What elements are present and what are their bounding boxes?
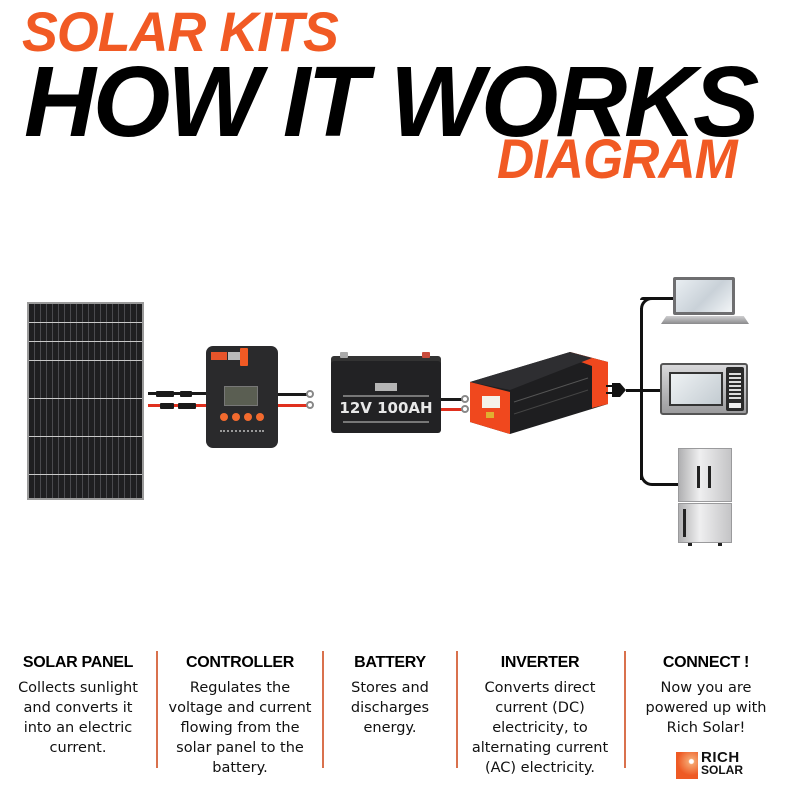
battery-subtext <box>343 395 429 397</box>
mc4-connector <box>180 391 192 397</box>
wire-to-microwave <box>640 389 662 392</box>
ac-plug-icon <box>606 383 646 397</box>
caption-connect: CONNECT ! Now you are powered up with Ri… <box>626 654 786 738</box>
caption-inverter: INVERTER Converts direct current (DC) el… <box>456 654 624 778</box>
wire-to-laptop <box>640 297 674 300</box>
mc4-connector <box>160 403 174 409</box>
wire-corner <box>640 470 654 486</box>
ring-terminal <box>306 390 314 398</box>
fridge-foot <box>688 543 692 546</box>
battery-terminal-negative <box>340 352 348 358</box>
fridge-handle <box>697 466 700 488</box>
caption-title: CONNECT ! <box>662 654 750 671</box>
laptop-keyboard <box>661 316 749 324</box>
panel-cell-grid <box>29 304 142 498</box>
panel-line <box>29 436 142 437</box>
freezer-handle <box>683 509 686 537</box>
caption-text: Converts direct current (DC) electricity… <box>471 680 609 776</box>
caption-text: Collects sunlight and converts it into a… <box>18 680 138 756</box>
panel-line <box>29 360 142 361</box>
inverter-image <box>470 352 608 434</box>
caption-battery: BATTERY Stores and discharges energy. <box>324 654 456 738</box>
panel-line <box>29 322 142 323</box>
caption-title: BATTERY <box>354 654 426 671</box>
controller-led-strip <box>240 348 248 366</box>
cable-positive <box>278 404 308 407</box>
fridge-foot <box>718 543 722 546</box>
controller-lcd-screen <box>224 386 258 406</box>
cable-negative <box>148 392 206 395</box>
controller-logo-text <box>228 352 242 360</box>
title-how-it-works: HOW IT WORKS <box>24 46 759 158</box>
controller-status-icons <box>220 430 264 434</box>
ring-terminal <box>461 395 469 403</box>
microwave-icon <box>660 363 748 415</box>
solar-panel-image <box>27 302 144 500</box>
cable-positive <box>148 404 206 407</box>
mc4-connector <box>178 403 196 409</box>
battery-logo <box>375 383 397 391</box>
panel-line <box>29 341 142 342</box>
logo-rich-text: RICH <box>701 749 740 766</box>
battery-lid <box>331 356 441 364</box>
title-diagram: DIAGRAM <box>497 127 738 190</box>
microwave-keypad <box>726 367 744 411</box>
mc4-connector <box>156 391 174 397</box>
laptop-icon <box>673 277 735 315</box>
cable-negative <box>278 393 308 396</box>
caption-divider <box>322 651 324 768</box>
caption-divider <box>456 651 458 768</box>
controller-button <box>244 413 252 421</box>
controller-button <box>232 413 240 421</box>
battery-label: 12V 100AH <box>339 399 433 417</box>
caption-title: CONTROLLER <box>185 654 295 671</box>
cable-negative <box>441 398 463 401</box>
sun-icon <box>676 752 698 779</box>
controller-button <box>220 413 228 421</box>
controller-logo <box>211 352 227 360</box>
caption-divider <box>624 651 626 768</box>
caption-text: Regulates the voltage and current flowin… <box>168 680 312 776</box>
battery-image: 12V 100AH <box>331 361 441 433</box>
ring-terminal <box>461 405 469 413</box>
caption-controller: CONTROLLER Regulates the voltage and cur… <box>158 654 322 778</box>
caption-text: Stores and discharges energy. <box>350 680 430 736</box>
microwave-door <box>669 372 723 406</box>
distribution-wire <box>640 308 643 480</box>
wire-to-fridge <box>652 483 679 486</box>
controller-button <box>256 413 264 421</box>
refrigerator-freezer <box>678 503 732 543</box>
refrigerator-icon <box>678 448 732 502</box>
panel-line <box>29 398 142 399</box>
charge-controller-image <box>206 346 278 448</box>
battery-terminal-positive <box>422 352 430 358</box>
caption-solar-panel: SOLAR PANEL Collects sunlight and conver… <box>0 654 156 758</box>
caption-text: Now you are powered up with Rich Solar! <box>645 680 767 736</box>
caption-title: SOLAR PANEL <box>22 654 134 671</box>
logo-solar-text: SOLAR <box>701 763 743 777</box>
fridge-handle <box>708 466 711 488</box>
battery-subtext <box>343 421 429 423</box>
caption-title: INVERTER <box>500 654 580 671</box>
wire-corner <box>640 297 654 311</box>
panel-line <box>29 474 142 475</box>
ring-terminal <box>306 401 314 409</box>
caption-divider <box>156 651 158 768</box>
rich-solar-logo: RICH SOLAR <box>676 749 746 780</box>
title-solar-kits: SOLAR KITS <box>22 0 339 63</box>
cable-positive <box>441 408 463 411</box>
